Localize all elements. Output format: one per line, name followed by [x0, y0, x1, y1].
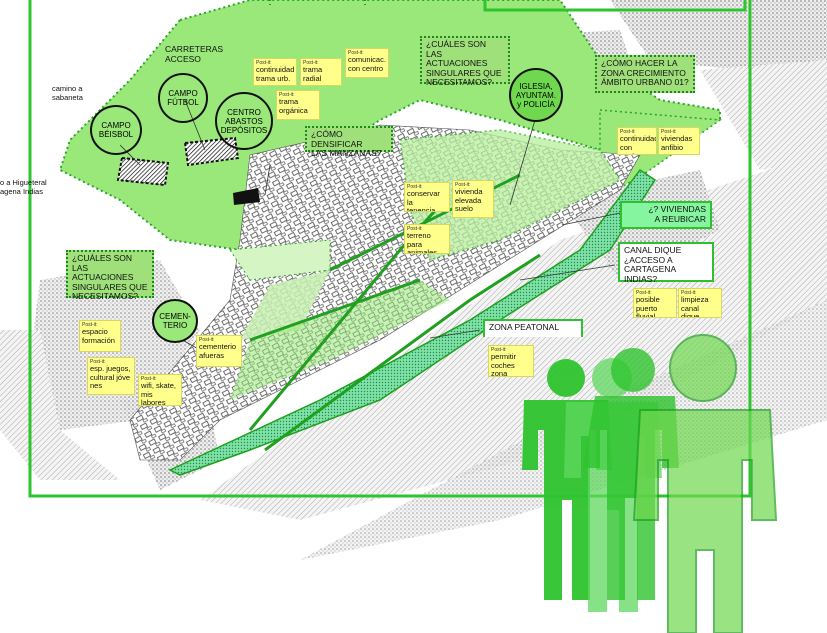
label-camino-higueteral: o a Higueteral agena Indias: [0, 178, 47, 196]
circle-campo-futbol: CAMPO FÚTBOL: [158, 73, 208, 123]
map-frame: [28, 0, 752, 498]
postit-wifi-skate: Post-it:wifi, skate, mis labores: [138, 374, 182, 406]
postit-vivienda-elevada: Post-it:vivienda elevada suelo: [452, 180, 494, 218]
postit-trama-radial: Post-it:trama radial: [300, 58, 342, 86]
postit-continuidad-trama: Post-it:continuidad trama urb.: [253, 58, 297, 86]
box-canal-dique: CANAL DIQUE ¿ACCESO A CARTAGENA INDIAS?: [618, 242, 714, 283]
postit-esp-juegos: Post-it:esp. juegos, cultural jóve nes: [87, 357, 135, 395]
postit-trama-organica: Post-it:trama orgánica: [276, 90, 320, 120]
box-viviendas-reubicar: ¿? VIVIENDAS A REUBICAR: [620, 201, 712, 229]
postit-viviendas-anfibio: Post-it:viviendas anfibio: [658, 127, 700, 155]
postit-terreno-animales: Post-it:terreno para animales: [404, 224, 450, 254]
postit-cementerio-afueras: Post-it:cementerio afueras: [196, 335, 242, 367]
question-actuaciones-left: ¿CUÁLES SON LAS ACTUACIONES SINGULARES Q…: [66, 250, 154, 301]
circle-iglesia: IGLESIA, AYUNTAM. y POLICÍA: [509, 68, 563, 122]
label-camino-sabaneta: camino a sabaneta: [52, 84, 83, 102]
circle-cementerio: CEMEN- TERIO: [152, 299, 198, 343]
postit-espacio-formacion: Post-it:espacio formación: [79, 320, 121, 352]
postit-permitir-coches: Post-it:permitir coches zona: [488, 345, 534, 377]
top-frame: [483, 0, 747, 12]
postit-comunicac: Post-it:comunicac. con centro: [345, 48, 389, 78]
postit-continuidad-centro: Post-it:continuidad con centro: [617, 127, 657, 155]
dotted-frames: [269, 0, 366, 8]
postit-limpieza-canal: Post-it:limpieza canal dique: [678, 288, 722, 318]
question-actuaciones-top: ¿CUÁLES SON LAS ACTUACIONES SINGULARES Q…: [420, 36, 510, 87]
postit-posible-puerto: Post-it:posible puerto fluvial: [633, 288, 677, 318]
human-figures: [522, 334, 778, 633]
question-zona-crecimiento: ¿CÓMO HACER LA ZONA CRECIMIENTO ÁMBITO U…: [595, 55, 695, 93]
green-subzones: [229, 129, 622, 400]
circle-campo-beisbol: CAMPO BÉISBOL: [90, 105, 142, 155]
sports-fields: [116, 136, 260, 205]
label-carreteras: CARRETERAS ACCESO: [165, 44, 224, 64]
circle-centro-abastos: CENTRO ABASTOS DEPÓSITOS: [215, 92, 273, 150]
box-zona-peatonal: ZONA PEATONAL: [483, 319, 583, 337]
question-densificar: ¿CÓMO DENSIFICAR LAS MANZANAS?: [305, 126, 393, 158]
postit-conservar-tenencia: Post-it:conservar la tenencia: [404, 182, 450, 212]
figure-back: [632, 334, 778, 633]
